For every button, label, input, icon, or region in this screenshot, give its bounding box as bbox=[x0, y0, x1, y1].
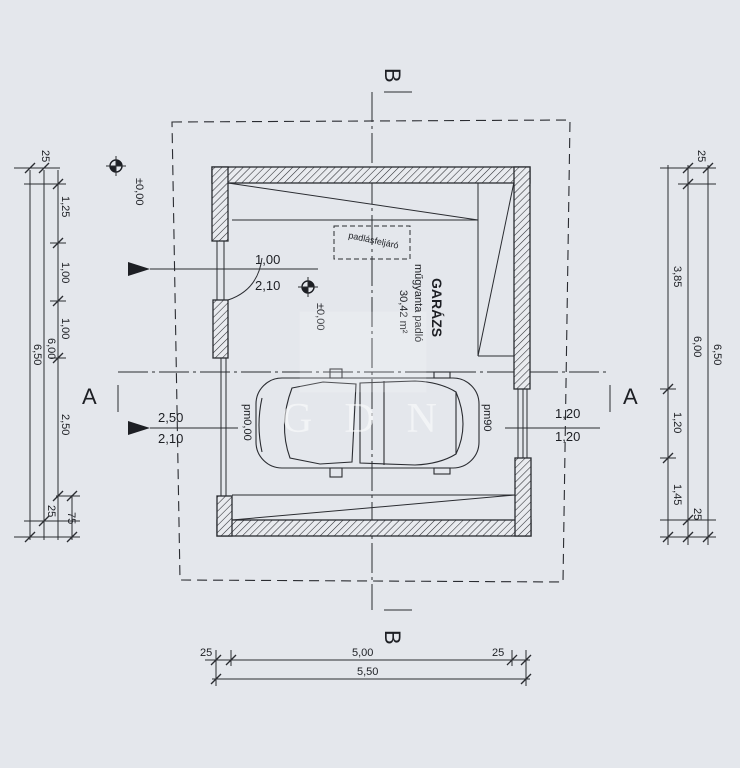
level-marker-icon bbox=[298, 277, 318, 297]
opening-door-height: 2,10 bbox=[158, 431, 183, 446]
opening-callouts: 1,00 2,10 2,50 2,10 1,20 1,20 bbox=[128, 252, 600, 446]
dim-right-1-20: 1,20 bbox=[671, 412, 683, 433]
dim-left-1-00-a: 1,00 bbox=[59, 262, 71, 283]
dim-bottom-5-00: 5,00 bbox=[352, 647, 373, 659]
opening-window-width: 1,20 bbox=[555, 406, 580, 421]
section-a-right-label: A bbox=[623, 384, 638, 409]
dim-right-6-50: 6,50 bbox=[711, 344, 723, 365]
dim-bottom-5-50: 5,50 bbox=[357, 666, 378, 678]
level-room-label: ±0,00 bbox=[314, 303, 326, 330]
section-arrow-icon bbox=[128, 262, 150, 276]
dim-left-75: 75 bbox=[65, 512, 77, 524]
left-dimensions: 25 1,25 1,00 1,00 2,50 25 6,00 75 6,50 bbox=[14, 150, 80, 543]
section-a-left-label: A bbox=[82, 384, 97, 409]
opening-upper-height: 2,10 bbox=[255, 278, 280, 293]
dim-left-6-00: 6,00 bbox=[45, 338, 57, 359]
watermark-text: GDN bbox=[282, 396, 469, 442]
watermark: GDN bbox=[282, 311, 469, 442]
walls bbox=[211, 166, 532, 537]
dim-right-25-top: 25 bbox=[695, 150, 707, 162]
dim-right-6-00: 6,00 bbox=[691, 336, 703, 357]
dim-left-1-00-b: 1,00 bbox=[59, 318, 71, 339]
door-openings bbox=[216, 241, 528, 496]
dim-bottom-25-right: 25 bbox=[492, 647, 504, 659]
room-label-group: GARÁZS műgyanta padló 30,42 m² bbox=[397, 264, 445, 342]
level-door-label: pm0,00 bbox=[241, 404, 253, 441]
dim-bottom-25-left: 25 bbox=[200, 647, 212, 659]
level-markers: ±0,00 ±0,00 pm0,00 pm90 bbox=[106, 156, 493, 441]
opening-upper-width: 1,00 bbox=[255, 252, 280, 267]
roof-outline bbox=[171, 119, 571, 583]
opening-door-width: 2,50 bbox=[158, 410, 183, 425]
room-name: GARÁZS bbox=[429, 278, 445, 337]
car-icon bbox=[255, 368, 480, 478]
dim-right-1-45: 1,45 bbox=[671, 484, 683, 505]
level-ground-label: ±0,00 bbox=[133, 178, 145, 205]
section-b-bottom-label: B bbox=[380, 630, 405, 645]
level-marker-icon bbox=[106, 156, 126, 176]
section-arrow-icon bbox=[128, 421, 150, 435]
dim-left-6-50: 6,50 bbox=[31, 344, 43, 365]
opening-window-height: 1,20 bbox=[555, 429, 580, 444]
dim-left-2-50: 2,50 bbox=[59, 414, 71, 435]
dim-right-25-bottom: 25 bbox=[691, 508, 703, 520]
dim-left-25-bottom: 25 bbox=[45, 505, 57, 517]
section-b-top-label: B bbox=[380, 68, 405, 83]
dim-right-3-85: 3,85 bbox=[671, 266, 683, 287]
right-dimensions: 25 3,85 1,20 1,45 25 6,00 6,50 bbox=[660, 150, 723, 545]
room-area: 30,42 m² bbox=[397, 290, 409, 334]
bottom-dimensions: 25 5,00 25 5,50 bbox=[200, 647, 532, 686]
dim-left-25-top: 25 bbox=[39, 150, 51, 162]
room-floor: műgyanta padló bbox=[412, 264, 424, 342]
level-window-label: pm90 bbox=[481, 404, 493, 432]
interior-lines bbox=[227, 181, 516, 521]
dim-left-1-25: 1,25 bbox=[59, 196, 71, 217]
